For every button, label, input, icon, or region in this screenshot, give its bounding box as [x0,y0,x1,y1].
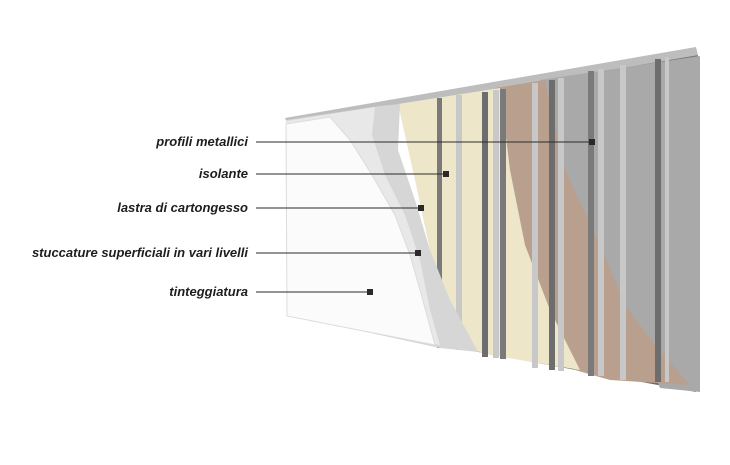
stud [620,65,626,380]
leader-dot [589,139,595,145]
label-stuccature-superficiali: stuccature superficiali in vari livelli [32,245,248,260]
stud [532,83,538,368]
leader-dot [443,171,449,177]
leader-dot [367,289,373,295]
stud [549,80,555,370]
label-profili-metallici: profili metallici [155,134,248,149]
stud [665,57,669,382]
metal-studs [437,57,669,382]
stud [655,59,661,382]
callouts: profili metallici isolante lastra di car… [32,134,595,299]
stud [558,78,564,371]
leader-dot [418,205,424,211]
stud [598,69,604,376]
stud [437,98,442,348]
stud [500,89,506,359]
label-tinteggiatura: tinteggiatura [169,284,248,299]
stud [493,90,499,358]
stud [482,92,488,357]
label-lastra-di-cartongesso: lastra di cartongesso [117,200,248,215]
leader-dot [415,250,421,256]
stud [456,95,462,350]
stud [588,71,594,376]
label-isolante: isolante [199,166,248,181]
